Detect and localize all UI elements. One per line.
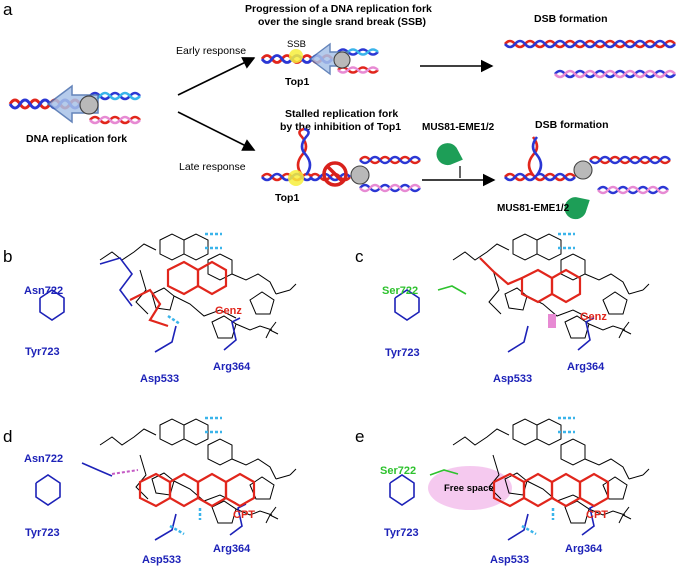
free-space-highlight [428,466,512,510]
panel-d-arg: Arg364 [213,543,251,555]
panel-d-letter: d [3,427,12,446]
late-arrow [177,111,256,151]
early-response-label: Early response [176,45,246,57]
panel-e-ser: Ser722 [380,465,416,477]
top1-label-early: Top1 [285,76,309,88]
panel-b-structure [39,232,297,353]
panel-b-letter: b [3,247,12,266]
left-replication-fork [8,84,141,125]
early-fork-diagram [260,42,379,76]
panel-e-letter: e [355,427,364,446]
panel-d-drug: CPT [233,509,255,521]
top1-label-late: Top1 [275,192,299,204]
early-arrow [177,57,256,96]
panel-c-drug: Genz [580,311,607,323]
panel-e-drug: CPT [586,509,608,521]
panel-e-structure [389,416,650,541]
progress-title-1: Progression of a DNA replication fork [245,3,432,15]
panel-e-asp: Asp533 [490,554,529,566]
panel-e-arg: Arg364 [565,543,603,555]
panel-c-ser: Ser722 [382,285,418,297]
panel-c-tyr: Tyr723 [385,347,420,359]
stalled-fork-diagram [261,127,421,193]
panel-b-asn: Asn722 [24,285,63,297]
stalled-title-2: by the inhibition of Top1 [280,121,401,133]
panel-e-free-space: Free space [444,483,494,494]
dsb-bottom-diagram [504,136,671,195]
ssb-label: SSB [287,39,306,50]
mus81-label-bottom: MUS81-EME1/2 [497,203,570,214]
panel-c-letter: c [355,247,364,266]
panel-d-structure [35,416,297,541]
late-response-label: Late response [179,161,246,173]
panel-b-drug: Genz [215,305,242,317]
panel-c-structure [394,232,650,353]
panel-c-asp: Asp533 [493,373,532,385]
panel-b-arg: Arg364 [213,361,251,373]
panel-c-arg: Arg364 [567,361,605,373]
mus81-icon-bottom [564,197,590,220]
panel-d-asp: Asp533 [142,554,181,566]
progress-title-2: over the single srand break (SSB) [258,16,426,28]
mus81-label-mid: MUS81-EME1/2 [422,122,495,133]
panel-e-tyr: Tyr723 [384,527,419,539]
dsb-label-top: DSB formation [534,13,608,25]
panel-b-asp: Asp533 [140,373,179,385]
fork-label: DNA replication fork [26,133,127,145]
dsb-top-fragments [504,39,676,79]
mus81-icon-mid [436,143,463,166]
panel-d-asn: Asn722 [24,453,63,465]
stalled-title-1: Stalled replication fork [285,108,398,120]
panel-b-tyr: Tyr723 [25,346,60,358]
panel-d-tyr: Tyr723 [25,527,60,539]
dsb-label-bottom: DSB formation [535,119,609,131]
panel-a-letter: a [3,0,13,19]
